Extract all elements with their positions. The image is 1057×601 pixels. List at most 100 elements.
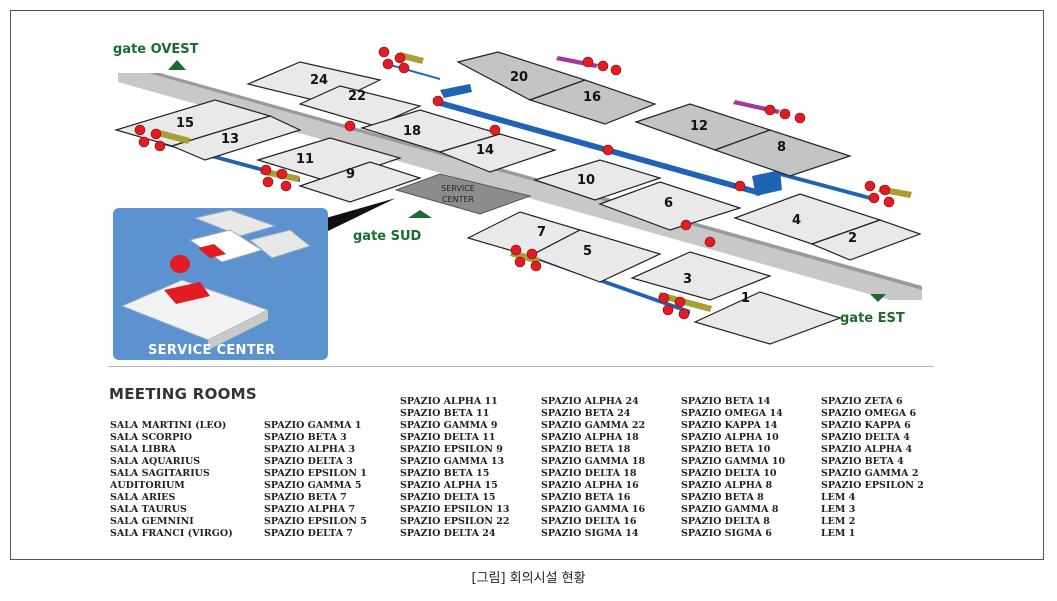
room-name: SPAZIO GAMMA 2 [821, 468, 919, 479]
room-name: SPAZIO DELTA 11 [400, 432, 496, 443]
room-name: SPAZIO ALPHA 11 [400, 396, 498, 407]
entrance-markers [134, 46, 895, 320]
room-name: SPAZIO ALPHA 24 [541, 396, 639, 407]
hall-number: 16 [583, 90, 601, 105]
hall-13-block [170, 115, 302, 161]
room-name: SALA MARTINI (LEO) [110, 420, 227, 431]
room-name: SPAZIO ALPHA 15 [400, 480, 498, 491]
room-name: SPAZIO ALPHA 10 [681, 432, 779, 443]
room-name: SPAZIO BETA 8 [681, 492, 764, 503]
service-center-building-label: SERVICE CENTER [428, 183, 488, 205]
hall-number: 20 [510, 70, 528, 85]
hall-number: 12 [690, 119, 708, 134]
hall-number: 5 [583, 244, 592, 259]
hall-22-block [298, 85, 422, 127]
meeting-rooms-column: SPAZIO BETA 14 SPAZIO OMEGA 14 SPAZIO KA… [681, 396, 785, 540]
room-name: SPAZIO BETA 7 [264, 492, 347, 503]
room-name: SPAZIO BETA 3 [264, 432, 347, 443]
room-name: SALA AQUARIUS [110, 456, 201, 467]
hall-5-block [528, 229, 662, 283]
venue-map: 24 22 20 16 15 13 18 14 12 8 11 9 10 6 7… [113, 46, 922, 360]
room-name: SPAZIO BETA 11 [400, 408, 490, 419]
room-name: SPAZIO DELTA 16 [541, 516, 637, 527]
room-name: SALA SAGITARIUS [110, 468, 210, 479]
room-name: SPAZIO ALPHA 18 [541, 432, 639, 443]
hall-11-block [255, 137, 403, 183]
room-name: SPAZIO ALPHA 8 [681, 480, 773, 491]
room-name: SALA SCORPIO [110, 432, 193, 443]
hall-3-block [630, 251, 772, 301]
room-name: SPAZIO EPSILON 9 [400, 444, 503, 455]
room-name: SPAZIO BETA 10 [681, 444, 771, 455]
room-name: SPAZIO EPSILON 5 [264, 516, 367, 527]
room-name: SPAZIO GAMMA 16 [541, 504, 646, 515]
room-name: SPAZIO ALPHA 16 [541, 480, 639, 491]
room-name: SPAZIO GAMMA 22 [541, 420, 646, 431]
room-name: SPAZIO KAPPA 6 [821, 420, 911, 431]
room-name: SPAZIO GAMMA 10 [681, 456, 786, 467]
room-name: SALA LIBRA [110, 444, 177, 455]
room-name: SPAZIO DELTA 8 [681, 516, 770, 527]
room-name: SPAZIO GAMMA 9 [400, 420, 498, 431]
inset-drawing [120, 209, 312, 350]
room-name: SPAZIO GAMMA 13 [400, 456, 505, 467]
hall-number: 14 [476, 143, 494, 158]
hall-numbers: 24 22 20 16 15 13 18 14 12 8 11 9 10 6 7… [176, 70, 857, 306]
room-name: SPAZIO BETA 4 [821, 456, 904, 467]
room-name: SPAZIO DELTA 4 [821, 432, 910, 443]
hall-number: 9 [346, 167, 355, 182]
hall-number: 13 [221, 132, 239, 147]
room-name: SALA TAURUS [110, 504, 187, 515]
room-name: SPAZIO EPSILON 22 [400, 516, 510, 527]
room-name: SPAZIO EPSILON 13 [400, 504, 510, 515]
gate-sud-label: gate SUD [353, 229, 422, 244]
hall-10-block [533, 159, 662, 201]
room-name: LEM 3 [821, 504, 856, 515]
room-name: SPAZIO BETA 24 [541, 408, 631, 419]
room-name: SPAZIO OMEGA 14 [681, 408, 783, 419]
hall-number: 2 [848, 231, 857, 246]
gate-est-label: gate EST [840, 311, 905, 326]
hall-9-block [298, 161, 422, 203]
meeting-rooms-column: SPAZIO ZETA 6 SPAZIO OMEGA 6 SPAZIO KAPP… [821, 396, 924, 540]
service-center-inset-label: SERVICE CENTER [148, 343, 276, 358]
gate-sud-arrow [408, 210, 432, 218]
hall-16-block [528, 79, 657, 125]
room-name: SPAZIO EPSILON 1 [264, 468, 367, 479]
meeting-rooms-column: SPAZIO ALPHA 11 SPAZIO BETA 11 SPAZIO GA… [400, 396, 510, 540]
room-name: LEM 1 [821, 528, 856, 539]
meeting-rooms-title: MEETING ROOMS [109, 385, 258, 403]
room-name: SPAZIO BETA 18 [541, 444, 631, 455]
room-name: SPAZIO BETA 14 [681, 396, 771, 407]
callout-pointer [326, 198, 396, 232]
hall-number: 11 [296, 152, 314, 167]
room-name: SPAZIO ALPHA 4 [821, 444, 913, 455]
room-name: SPAZIO EPSILON 2 [821, 480, 924, 491]
hall-number: 7 [537, 225, 546, 240]
gate-est-arrow [870, 294, 886, 302]
hall-number: 15 [176, 116, 194, 131]
hall-number: 3 [683, 272, 692, 287]
hall-number: 4 [792, 213, 801, 228]
meeting-rooms-column: SPAZIO GAMMA 1 SPAZIO BETA 3 SPAZIO ALPH… [264, 420, 367, 540]
hall-2-block [810, 219, 922, 261]
walkway-shadow [148, 73, 922, 290]
service-center-building [394, 173, 532, 215]
room-name: SALA FRANCI (VIRGO) [110, 528, 233, 539]
room-name: SPAZIO BETA 16 [541, 492, 631, 503]
room-name: SPAZIO GAMMA 1 [264, 420, 362, 431]
gate-ovest-arrow [168, 60, 186, 70]
room-name: SPAZIO ALPHA 3 [264, 444, 356, 455]
hall-number: 22 [348, 89, 366, 104]
room-name: SPAZIO DELTA 3 [264, 456, 353, 467]
hall-number: 1 [741, 291, 750, 306]
room-name: SPAZIO SIGMA 6 [681, 528, 772, 539]
hall-6-block [598, 181, 742, 231]
room-name: AUDITORIUM [110, 480, 185, 491]
room-name: LEM 2 [821, 516, 856, 527]
hall-14-block [438, 133, 557, 173]
room-name: SALA GEMNINI [110, 516, 194, 527]
room-name: SPAZIO GAMMA 18 [541, 456, 646, 467]
main-walkway [118, 73, 922, 300]
figure-caption: [그림] 회의시설 현황 [471, 571, 586, 586]
